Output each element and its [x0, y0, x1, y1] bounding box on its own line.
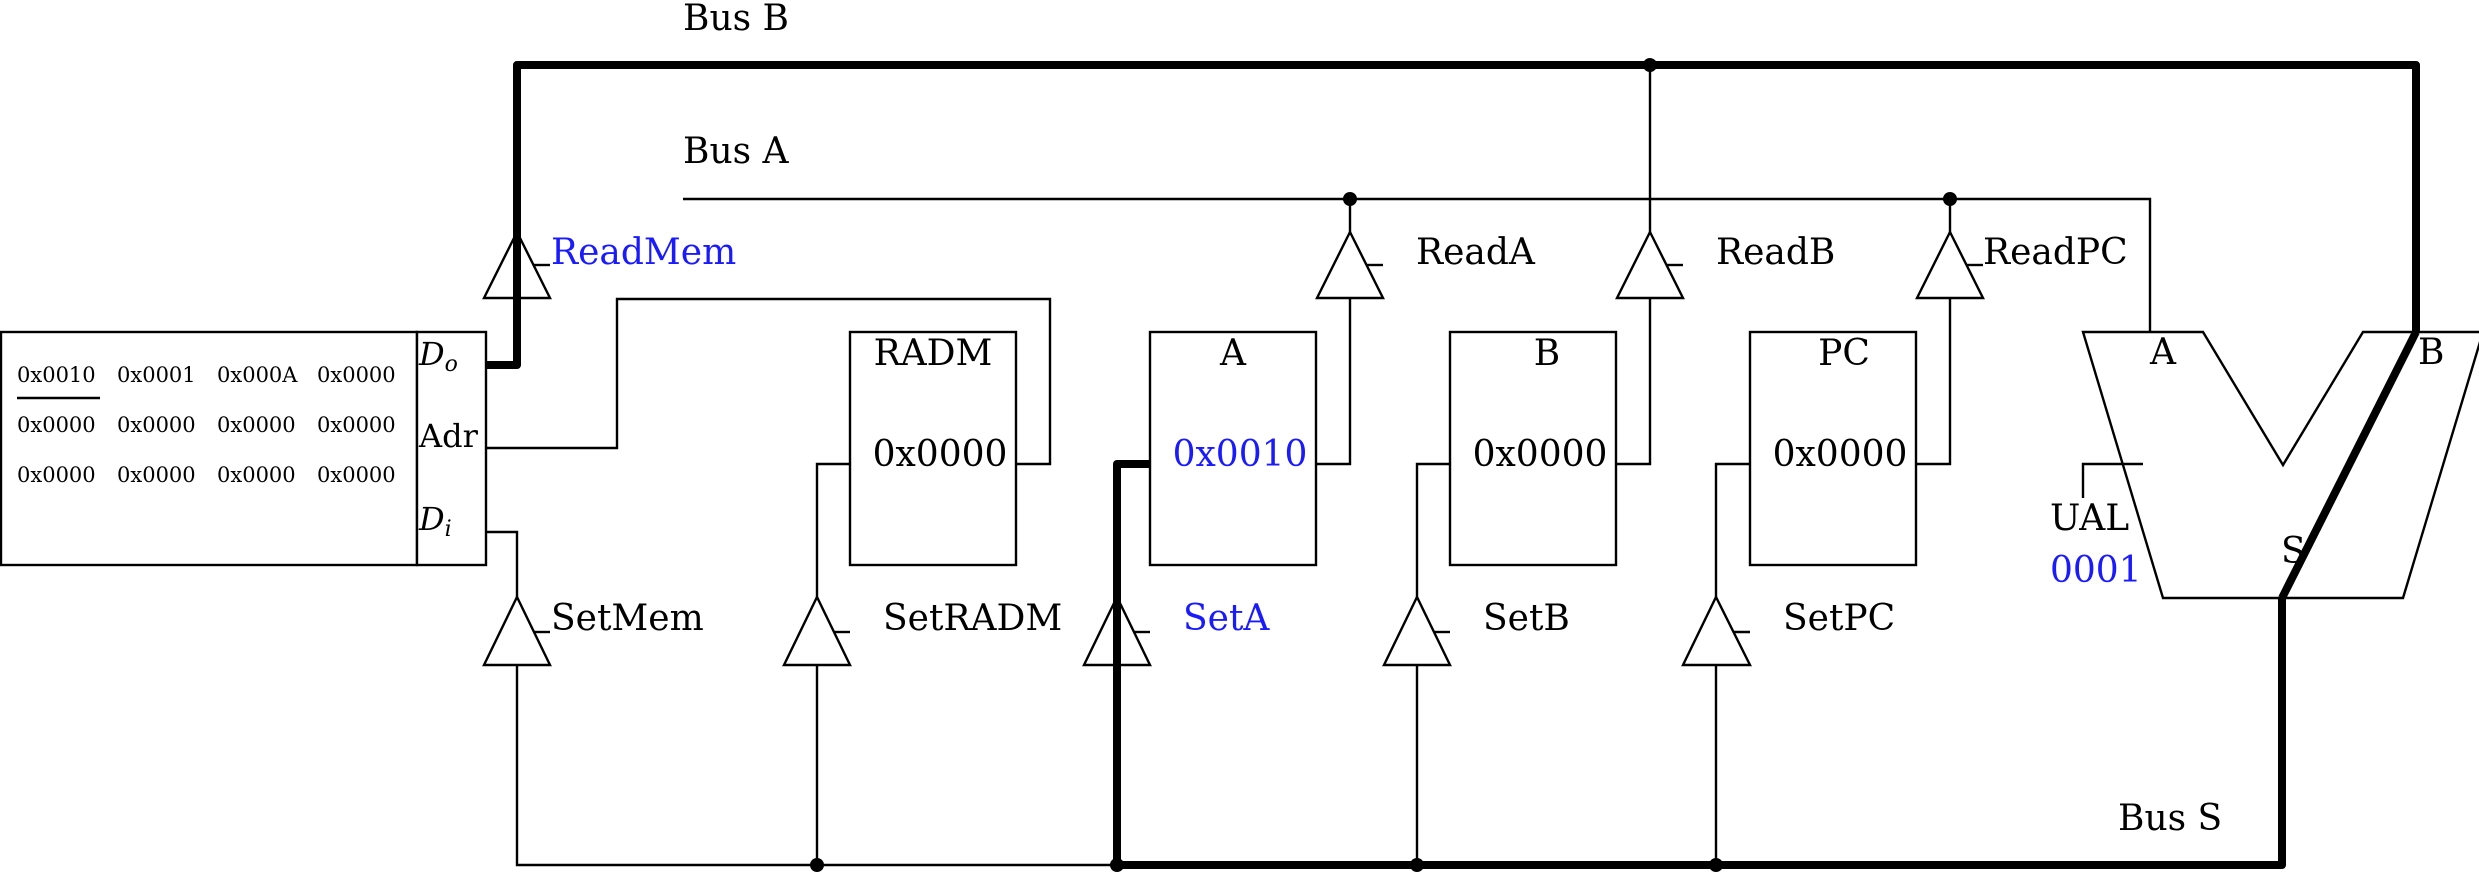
alu-block: A B S UAL 0001 — [2050, 330, 2479, 600]
radm-set-wire — [815, 462, 850, 597]
memory-cell: 0x0001 — [117, 363, 196, 387]
register-box — [1748, 330, 1918, 567]
register-b: B 0x0000 — [1448, 330, 1618, 567]
buffer-triangle-icon — [1915, 229, 1985, 300]
register-a: A 0x0010 — [1148, 330, 1318, 567]
port-address: Adr — [418, 417, 479, 455]
register-radm: RADM 0x0000 — [848, 330, 1018, 567]
gate-read-a[interactable]: ReadA — [1315, 229, 1536, 300]
register-value: 0x0000 — [1773, 434, 1908, 475]
gate-read-b[interactable]: ReadB — [1615, 229, 1835, 300]
gate-read-mem[interactable]: ReadMem — [482, 229, 736, 365]
gate-read-pc[interactable]: ReadPC — [1915, 229, 2128, 300]
register-name: A — [1219, 333, 1247, 374]
gate-set-b[interactable]: SetB — [1382, 594, 1570, 667]
gate-label: ReadB — [1716, 232, 1835, 273]
gate-set-radm[interactable]: SetRADM — [782, 594, 1062, 667]
junction-dot — [1709, 858, 1723, 872]
buffer-triangle-icon — [1315, 229, 1385, 300]
memory-cell: 0x0000 — [317, 363, 396, 387]
bus-a-wire — [683, 197, 2152, 332]
alu-input-b-label: B — [2418, 332, 2444, 373]
alu-opcode[interactable]: 0001 — [2050, 550, 2142, 591]
gate-set-pc[interactable]: SetPC — [1681, 594, 1895, 667]
memory-cell: 0x000A — [217, 363, 298, 387]
bus-b-label: Bus B — [683, 0, 789, 39]
gate-label: SetMem — [551, 598, 704, 639]
register-value: 0x0010 — [1173, 434, 1308, 475]
port-data-out: Do — [418, 335, 458, 377]
alu-input-a-label: A — [2149, 332, 2177, 373]
gate-set-mem[interactable]: SetMem — [482, 594, 704, 667]
alu-active-path — [2278, 330, 2420, 600]
register-pc: PC 0x0000 — [1748, 330, 1918, 567]
bus-a-label: Bus A — [683, 131, 790, 172]
alu-op-wire — [2081, 462, 2143, 498]
pc-set-wire — [1714, 462, 1750, 597]
bus-s-wire-left — [515, 597, 1117, 867]
bus-s-label: Bus S — [2118, 798, 2222, 839]
junction-dot — [1943, 192, 1957, 206]
memory-cell: 0x0000 — [217, 463, 296, 487]
junction-dot — [810, 858, 824, 872]
register-name: RADM — [874, 333, 993, 374]
register-value: 0x0000 — [1473, 434, 1608, 475]
pc-read-wire — [1916, 299, 1952, 466]
port-data-in: Di — [418, 500, 452, 542]
gate-label: ReadPC — [1983, 232, 2128, 273]
memory-cell: 0x0000 — [17, 463, 96, 487]
memory-cell: 0x0000 — [117, 463, 196, 487]
buffer-triangle-icon — [1615, 229, 1685, 300]
gate-label: ReadA — [1416, 232, 1536, 273]
junction-dot — [1110, 858, 1124, 872]
data-in-wire — [486, 530, 519, 597]
a-read-wire — [1316, 299, 1352, 466]
buffer-triangle-icon — [1382, 594, 1452, 667]
register-name: B — [1534, 333, 1560, 374]
alu-name: UAL — [2050, 498, 2129, 539]
gate-label: SetA — [1183, 598, 1270, 639]
b-set-wire — [1415, 462, 1450, 597]
register-name: PC — [1818, 333, 1870, 374]
memory-cell: 0x0000 — [217, 413, 296, 437]
memory-cell: 0x0000 — [317, 413, 396, 437]
gate-label: SetRADM — [883, 598, 1062, 639]
gate-label: ReadMem — [551, 232, 736, 273]
gate-set-a[interactable]: SetA — [1082, 464, 1270, 865]
memory-cells-box — [0, 330, 419, 567]
buffer-triangle-icon — [482, 594, 552, 667]
memory-cell: 0x0000 — [17, 413, 96, 437]
register-box — [848, 330, 1018, 567]
junction-dot — [1410, 858, 1424, 872]
memory-block: 0x0010 0x0001 0x000A 0x0000 0x0000 0x000… — [0, 330, 488, 567]
junction-dot — [1643, 58, 1657, 72]
address-wire — [486, 297, 1052, 466]
memory-cell: 0x0010 — [17, 363, 96, 387]
register-value: 0x0000 — [873, 434, 1008, 475]
register-box — [1148, 330, 1318, 567]
memory-cell: 0x0000 — [317, 463, 396, 487]
gate-label: SetB — [1483, 598, 1570, 639]
gate-label: SetPC — [1783, 598, 1895, 639]
buffer-triangle-icon — [782, 594, 852, 667]
memory-ports-box — [415, 330, 488, 567]
b-read-wire — [1616, 299, 1652, 466]
register-box — [1448, 330, 1618, 567]
junction-dot — [1343, 192, 1357, 206]
memory-cell: 0x0000 — [117, 413, 196, 437]
bus-b-wire — [486, 61, 2420, 369]
